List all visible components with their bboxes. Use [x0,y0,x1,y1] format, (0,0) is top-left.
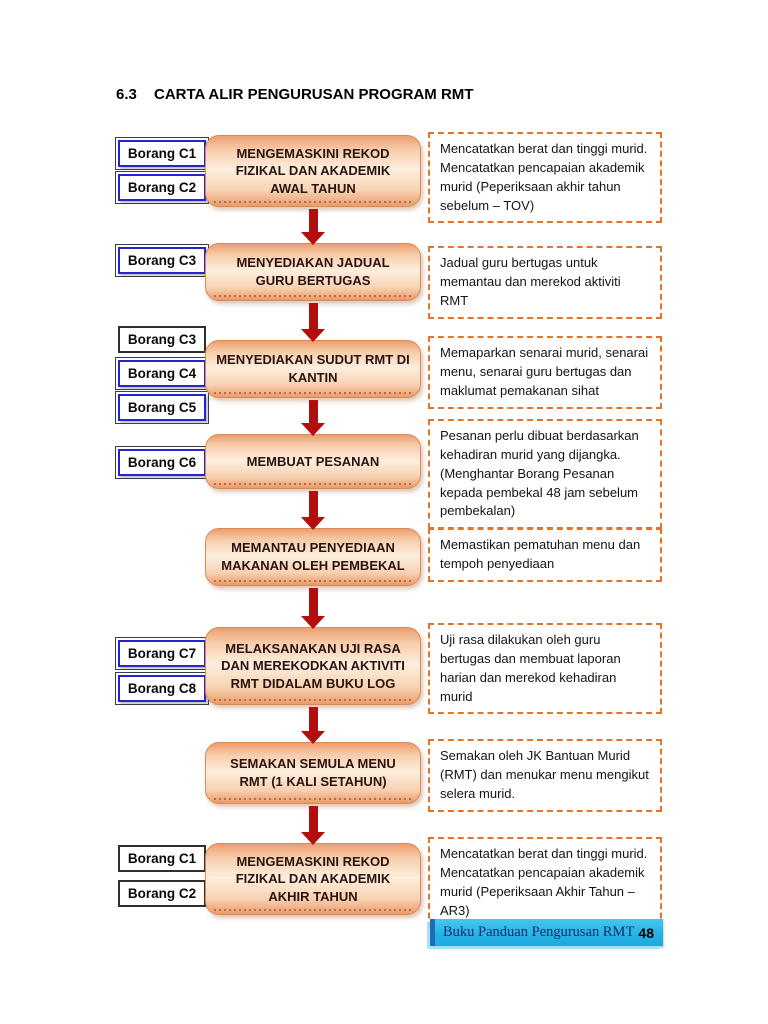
arrow-head [301,731,325,744]
arrow-stem [308,209,318,232]
note-step-4: Pesanan perlu dibuat berdasarkan kehadir… [428,419,662,530]
arrow-stem [308,303,318,329]
flow-step-1: MENGEMASKINI REKOD FIZIKAL DAN AKADEMIK … [205,135,421,207]
section-number: 6.3 [116,86,137,103]
arrow-stem [308,400,318,423]
arrow-head [301,832,325,845]
down-arrow-icon [301,209,325,245]
borang-c8-label: Borang C8 [115,672,209,705]
borang-c3-label: Borang C3 [118,326,206,353]
note-step-5: Memastikan pematuhan menu dan tempoh pen… [428,528,662,582]
note-step-8: Mencatatkan berat dan tinggi murid. Menc… [428,837,662,929]
arrow-head [301,616,325,629]
footer-book-title: Buku Panduan Pengurusan RMT [443,924,635,940]
arrow-stem [308,491,318,517]
borang-c1-label: Borang C1 [118,845,206,872]
footer-page-number: 48 [638,924,654,941]
borang-c2-label: Borang C2 [118,880,206,907]
down-arrow-icon [301,400,325,436]
arrow-stem [308,707,318,731]
borang-c5-label: Borang C5 [115,391,209,424]
note-step-2: Jadual guru bertugas untuk memantau dan … [428,246,662,319]
arrow-head [301,232,325,245]
page-title: 6.3 CARTA ALIR PENGURUSAN PROGRAM RMT [116,86,473,103]
footer-banner: Buku Panduan Pengurusan RMT 48 [430,919,663,946]
borang-c7-label: Borang C7 [115,637,209,670]
arrow-head [301,423,325,436]
borang-c6-label: Borang C6 [115,446,209,479]
note-step-6: Uji rasa dilakukan oleh guru bertugas da… [428,623,662,715]
flow-step-6: MELAKSANAKAN UJI RASA DAN MEREKODKAN AKT… [205,627,421,705]
section-title: CARTA ALIR PENGURUSAN PROGRAM RMT [154,86,474,103]
flow-step-4: MEMBUAT PESANAN [205,434,421,489]
note-step-3: Memaparkan senarai murid, senarai menu, … [428,336,662,409]
down-arrow-icon [301,588,325,629]
borang-c4-label: Borang C4 [115,357,209,390]
down-arrow-icon [301,303,325,342]
down-arrow-icon [301,707,325,744]
flow-step-8: MENGEMASKINI REKOD FIZIKAL DAN AKADEMIK … [205,843,421,915]
arrow-stem [308,806,318,832]
borang-c1-label: Borang C1 [115,137,209,170]
borang-c2-label: Borang C2 [115,171,209,204]
flow-step-5: MEMANTAU PENYEDIAAN MAKANAN OLEH PEMBEKA… [205,528,421,586]
down-arrow-icon [301,806,325,845]
note-step-1: Mencatatkan berat dan tinggi murid. Menc… [428,132,662,224]
arrow-head [301,517,325,530]
down-arrow-icon [301,491,325,530]
flow-step-2: MENYEDIAKAN JADUAL GURU BERTUGAS [205,243,421,301]
arrow-head [301,329,325,342]
borang-c3-label: Borang C3 [115,244,209,277]
flow-step-3: MENYEDIAKAN SUDUT RMT DI KANTIN [205,340,421,398]
arrow-stem [308,588,318,616]
flow-step-7: SEMAKAN SEMULA MENU RMT (1 KALI SETAHUN) [205,742,421,804]
note-step-7: Semakan oleh JK Bantuan Murid (RMT) dan … [428,739,662,812]
